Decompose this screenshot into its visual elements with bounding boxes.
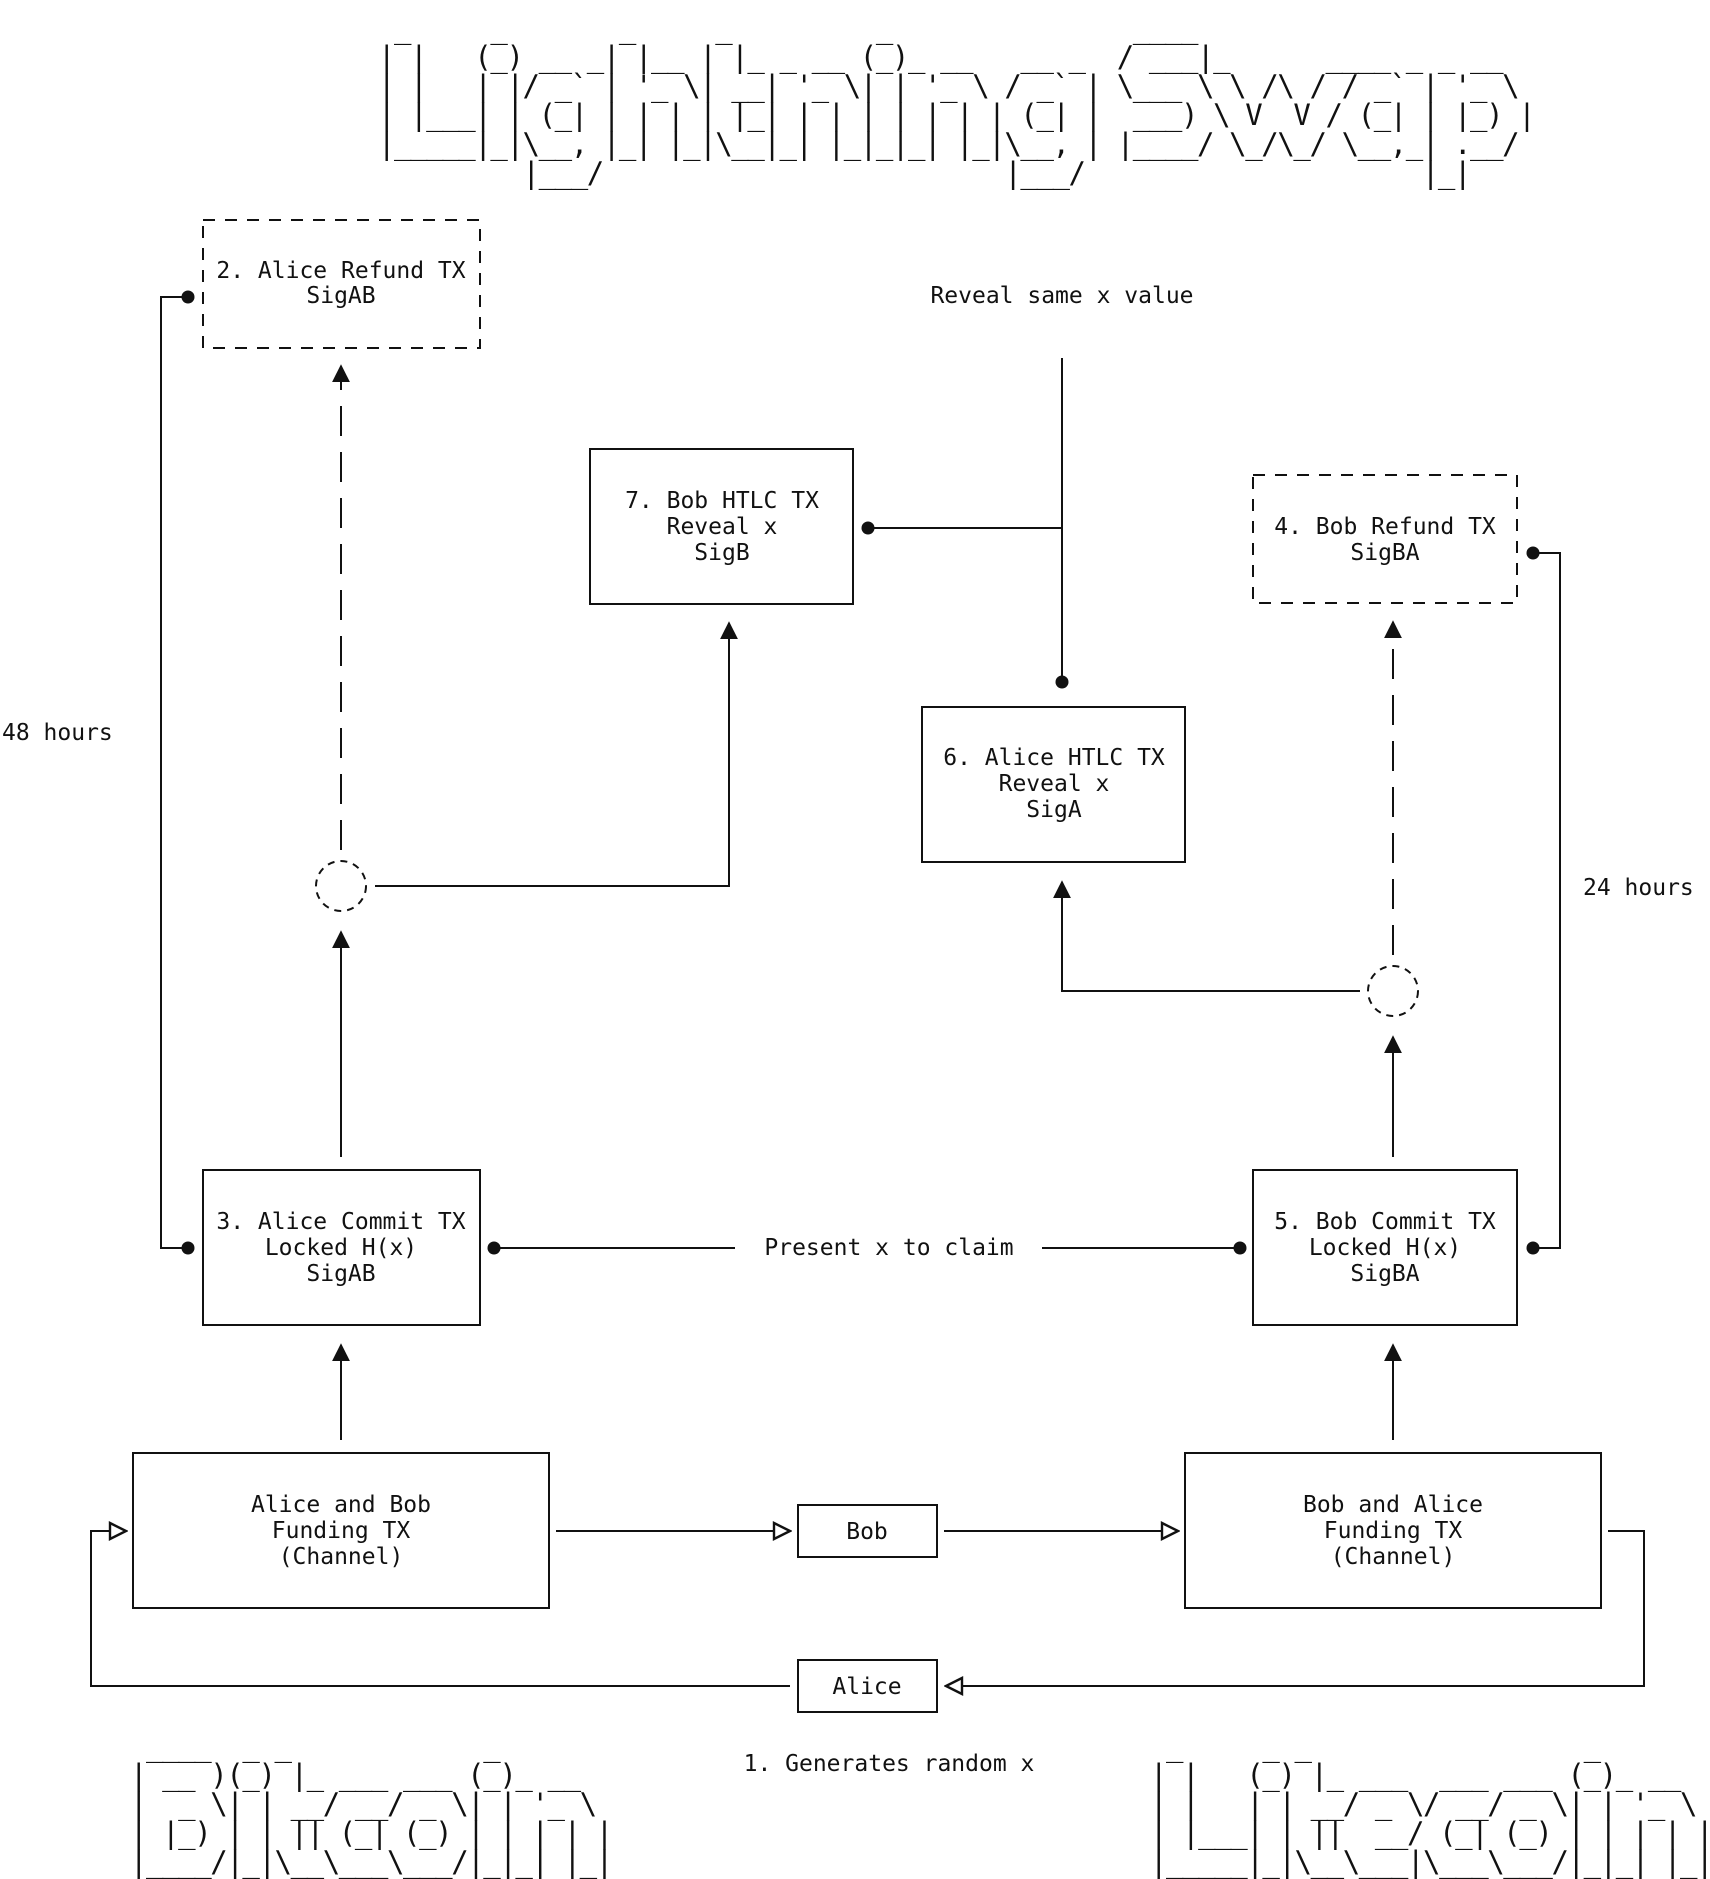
bob-branch-to-alice-htlc-arrow	[1053, 880, 1360, 992]
alice-refund-box	[202, 219, 481, 349]
bob-commit-box	[1252, 1169, 1518, 1326]
bob-node-box	[797, 1504, 938, 1558]
alice-htlc-dot	[1055, 675, 1069, 689]
lightning-swap-title-art: _ _ _ _ _ ____ | | (_) __ _| |__ | |_ _ …	[378, 11, 1536, 190]
alice-htlc-box	[921, 706, 1186, 863]
bitcoin-title-art: ____ _ _ _ | __ )(_) |_ ___ ___ (_)_ __ …	[130, 1729, 613, 1879]
bob-node-label: Bob	[846, 1519, 888, 1545]
bob-htlc-dot	[861, 521, 875, 535]
litecoin-funding-to-alice-node-arrow	[946, 1530, 1645, 1686]
alice-commit-left-dot	[181, 1241, 195, 1255]
bob-htlc-box	[589, 448, 854, 605]
alice-commit-box	[202, 1169, 481, 1326]
bob-refund-dot	[1526, 546, 1540, 560]
bob-refund-24h-timelock-line	[1533, 552, 1561, 1249]
alice-node-label: Alice	[832, 1674, 901, 1700]
bob-commit-right-dot	[1526, 1241, 1540, 1255]
alice-commit-right-dot	[487, 1241, 501, 1255]
alice-node-box	[797, 1659, 938, 1713]
alice-branch-to-bob-htlc-arrow	[375, 621, 738, 887]
litecoin-title-art: _ _ _ _ | | (_) |_ ___ ___ ___ (_)_ __ |…	[1150, 1729, 1710, 1879]
bob-commit-left-dot	[1233, 1241, 1247, 1255]
hours-24-label: 24 hours	[1583, 875, 1694, 901]
reveal-same-x-label: Reveal same x value	[930, 283, 1193, 309]
alice-refund-dot	[181, 290, 195, 304]
hours-48-label: 48 hours	[2, 720, 113, 746]
bob-alice-funding-box	[1184, 1452, 1602, 1609]
generates-x-label: 1. Generates random x	[744, 1751, 1035, 1777]
alice-refund-48h-timelock-line	[160, 296, 188, 1249]
alice-bob-funding-box	[132, 1452, 550, 1609]
alice-branch-node	[315, 860, 367, 912]
alice-node-to-bitcoin-funding-arrow	[90, 1531, 790, 1687]
bob-branch-node	[1367, 965, 1419, 1017]
present-x-label: Present x to claim	[764, 1235, 1013, 1261]
bob-refund-box	[1252, 474, 1518, 604]
